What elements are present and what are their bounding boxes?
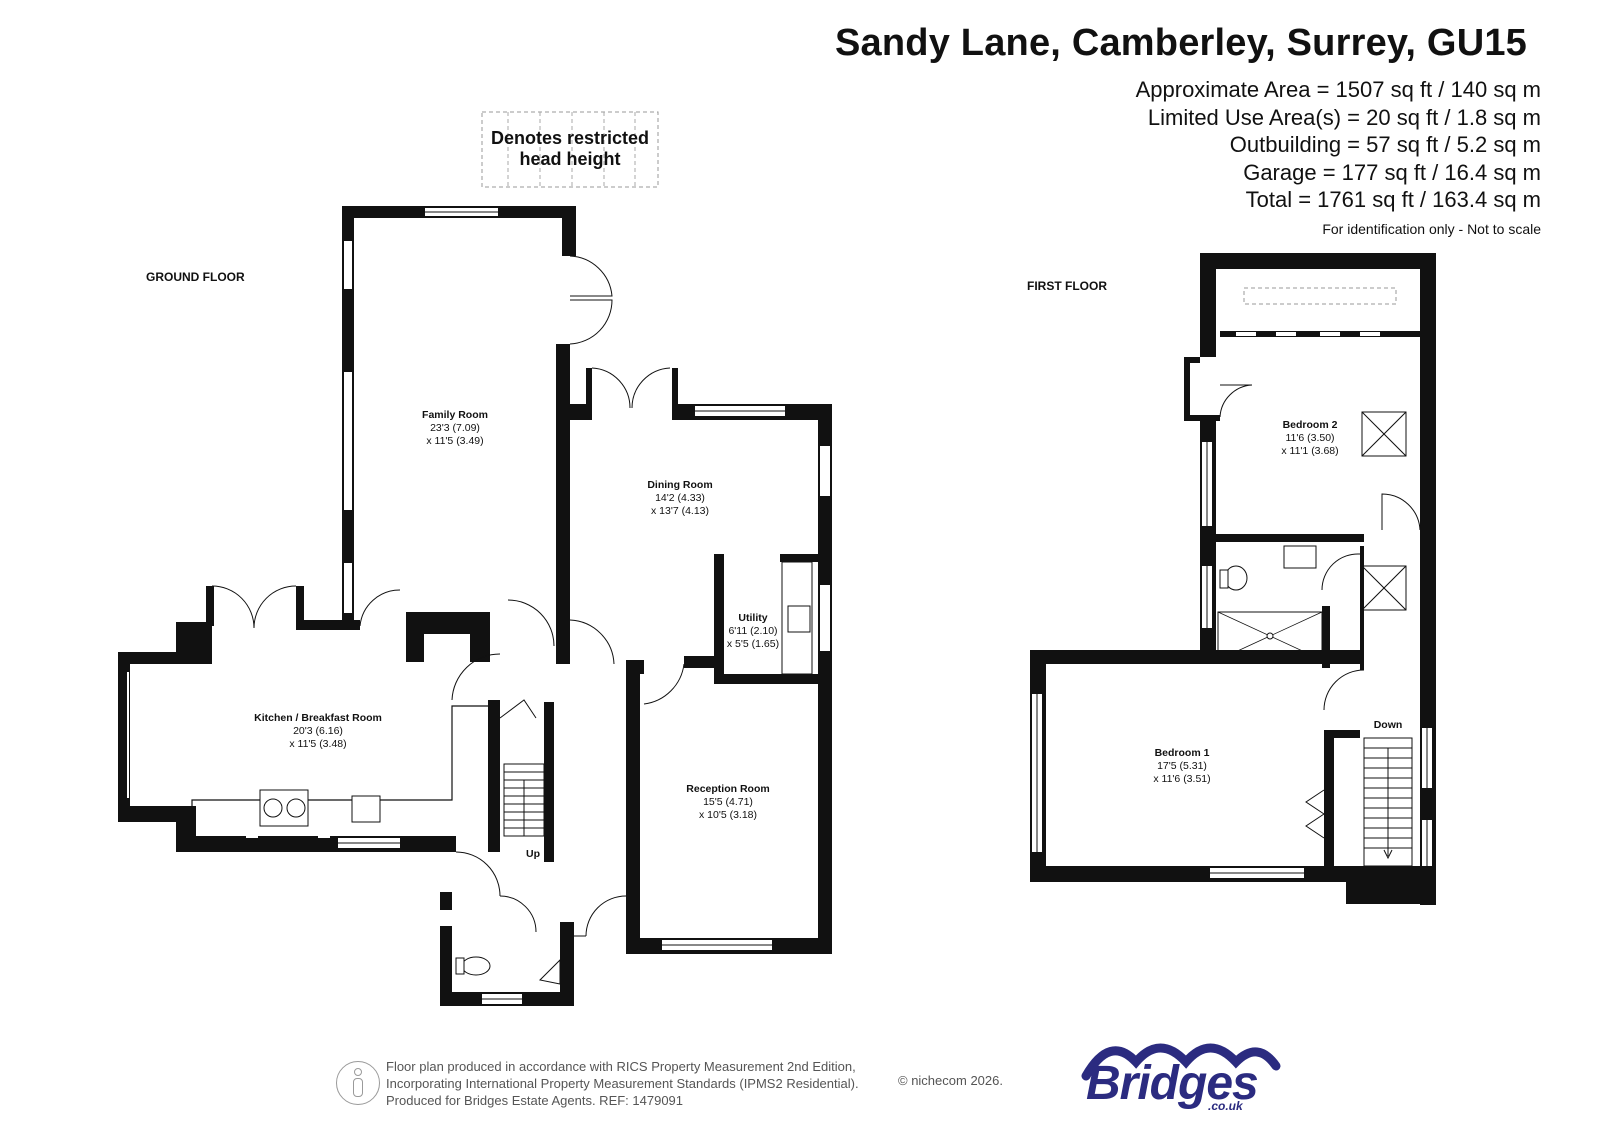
footer-line: Incorporating International Property Mea… — [386, 1076, 859, 1091]
room-dimension: 14'2 (4.33) — [655, 492, 705, 504]
room-name: Bedroom 2 — [1283, 419, 1338, 431]
restricted-height-legend: Denotes restricted head height — [481, 111, 659, 188]
legend-line-2: head height — [519, 149, 620, 169]
area-limited-use: Limited Use Area(s) = 20 sq ft / 1.8 sq … — [1147, 104, 1541, 130]
area-garage: Garage = 177 sq ft / 16.4 sq m — [1243, 159, 1541, 185]
first-floor-room-labels: Bedroom 2 11'6 (3.50) x 11'1 (3.68) Bedr… — [1153, 419, 1402, 785]
area-summary: Approximate Area = 1507 sq ft / 140 sq m… — [1136, 76, 1541, 214]
measurement-standard-icon — [336, 1061, 380, 1105]
room-name: Kitchen / Breakfast Room — [254, 712, 382, 724]
room-dimension: x 11'5 (3.49) — [426, 435, 483, 447]
room-name: Dining Room — [647, 479, 712, 491]
room-dimension: 15'5 (4.71) — [703, 796, 753, 808]
room-dimension: x 13'7 (4.13) — [651, 505, 709, 517]
ground-floor-plan — [118, 206, 832, 1006]
stairs-up-label: Up — [526, 848, 540, 860]
first-floor-plan — [1030, 253, 1436, 905]
footer-disclaimer: Floor plan produced in accordance with R… — [386, 1058, 859, 1109]
room-name: Bedroom 1 — [1155, 747, 1210, 759]
room-name: Reception Room — [686, 783, 769, 795]
room-name: Family Room — [422, 409, 488, 421]
room-dimension: 17'5 (5.31) — [1157, 760, 1207, 772]
room-dimension: x 11'5 (3.48) — [289, 738, 346, 750]
room-dimension: x 11'1 (3.68) — [1281, 445, 1338, 457]
room-dimension: 20'3 (6.16) — [293, 725, 343, 737]
room-dimension: 11'6 (3.50) — [1285, 432, 1334, 444]
area-total: Total = 1761 sq ft / 163.4 sq m — [1245, 187, 1541, 212]
bridges-logo-domain: .co.uk — [1208, 1099, 1243, 1113]
scale-note: For identification only - Not to scale — [1322, 221, 1541, 237]
first-floor-label: FIRST FLOOR — [1027, 279, 1107, 293]
area-approximate: Approximate Area = 1507 sq ft / 140 sq m — [1135, 77, 1541, 102]
bridges-logo: Bridges — [1086, 1057, 1259, 1110]
room-dimension: 6'11 (2.10) — [728, 625, 777, 637]
room-dimension: x 5'5 (1.65) — [727, 638, 779, 650]
ground-floor-label: GROUND FLOOR — [146, 270, 245, 284]
room-dimension: x 11'6 (3.51) — [1153, 773, 1210, 785]
footer-line: Floor plan produced in accordance with R… — [386, 1059, 856, 1074]
area-outbuilding: Outbuilding = 57 sq ft / 5.2 sq m — [1229, 132, 1541, 157]
room-name: Utility — [738, 612, 767, 624]
room-dimension: x 10'5 (3.18) — [699, 809, 757, 821]
ground-floor-room-labels: Family Room 23'3 (7.09) x 11'5 (3.49) Di… — [254, 409, 779, 860]
stairs-down-label: Down — [1374, 719, 1403, 731]
footer-line: Produced for Bridges Estate Agents. REF:… — [386, 1093, 684, 1108]
bridges-logo-arches — [1081, 1043, 1281, 1081]
copyright-text: © nichecom 2026. — [898, 1073, 1003, 1088]
legend-line-1: Denotes restricted — [491, 128, 649, 148]
property-title: Sandy Lane, Camberley, Surrey, GU15 — [835, 22, 1527, 64]
room-dimension: 23'3 (7.09) — [430, 422, 480, 434]
